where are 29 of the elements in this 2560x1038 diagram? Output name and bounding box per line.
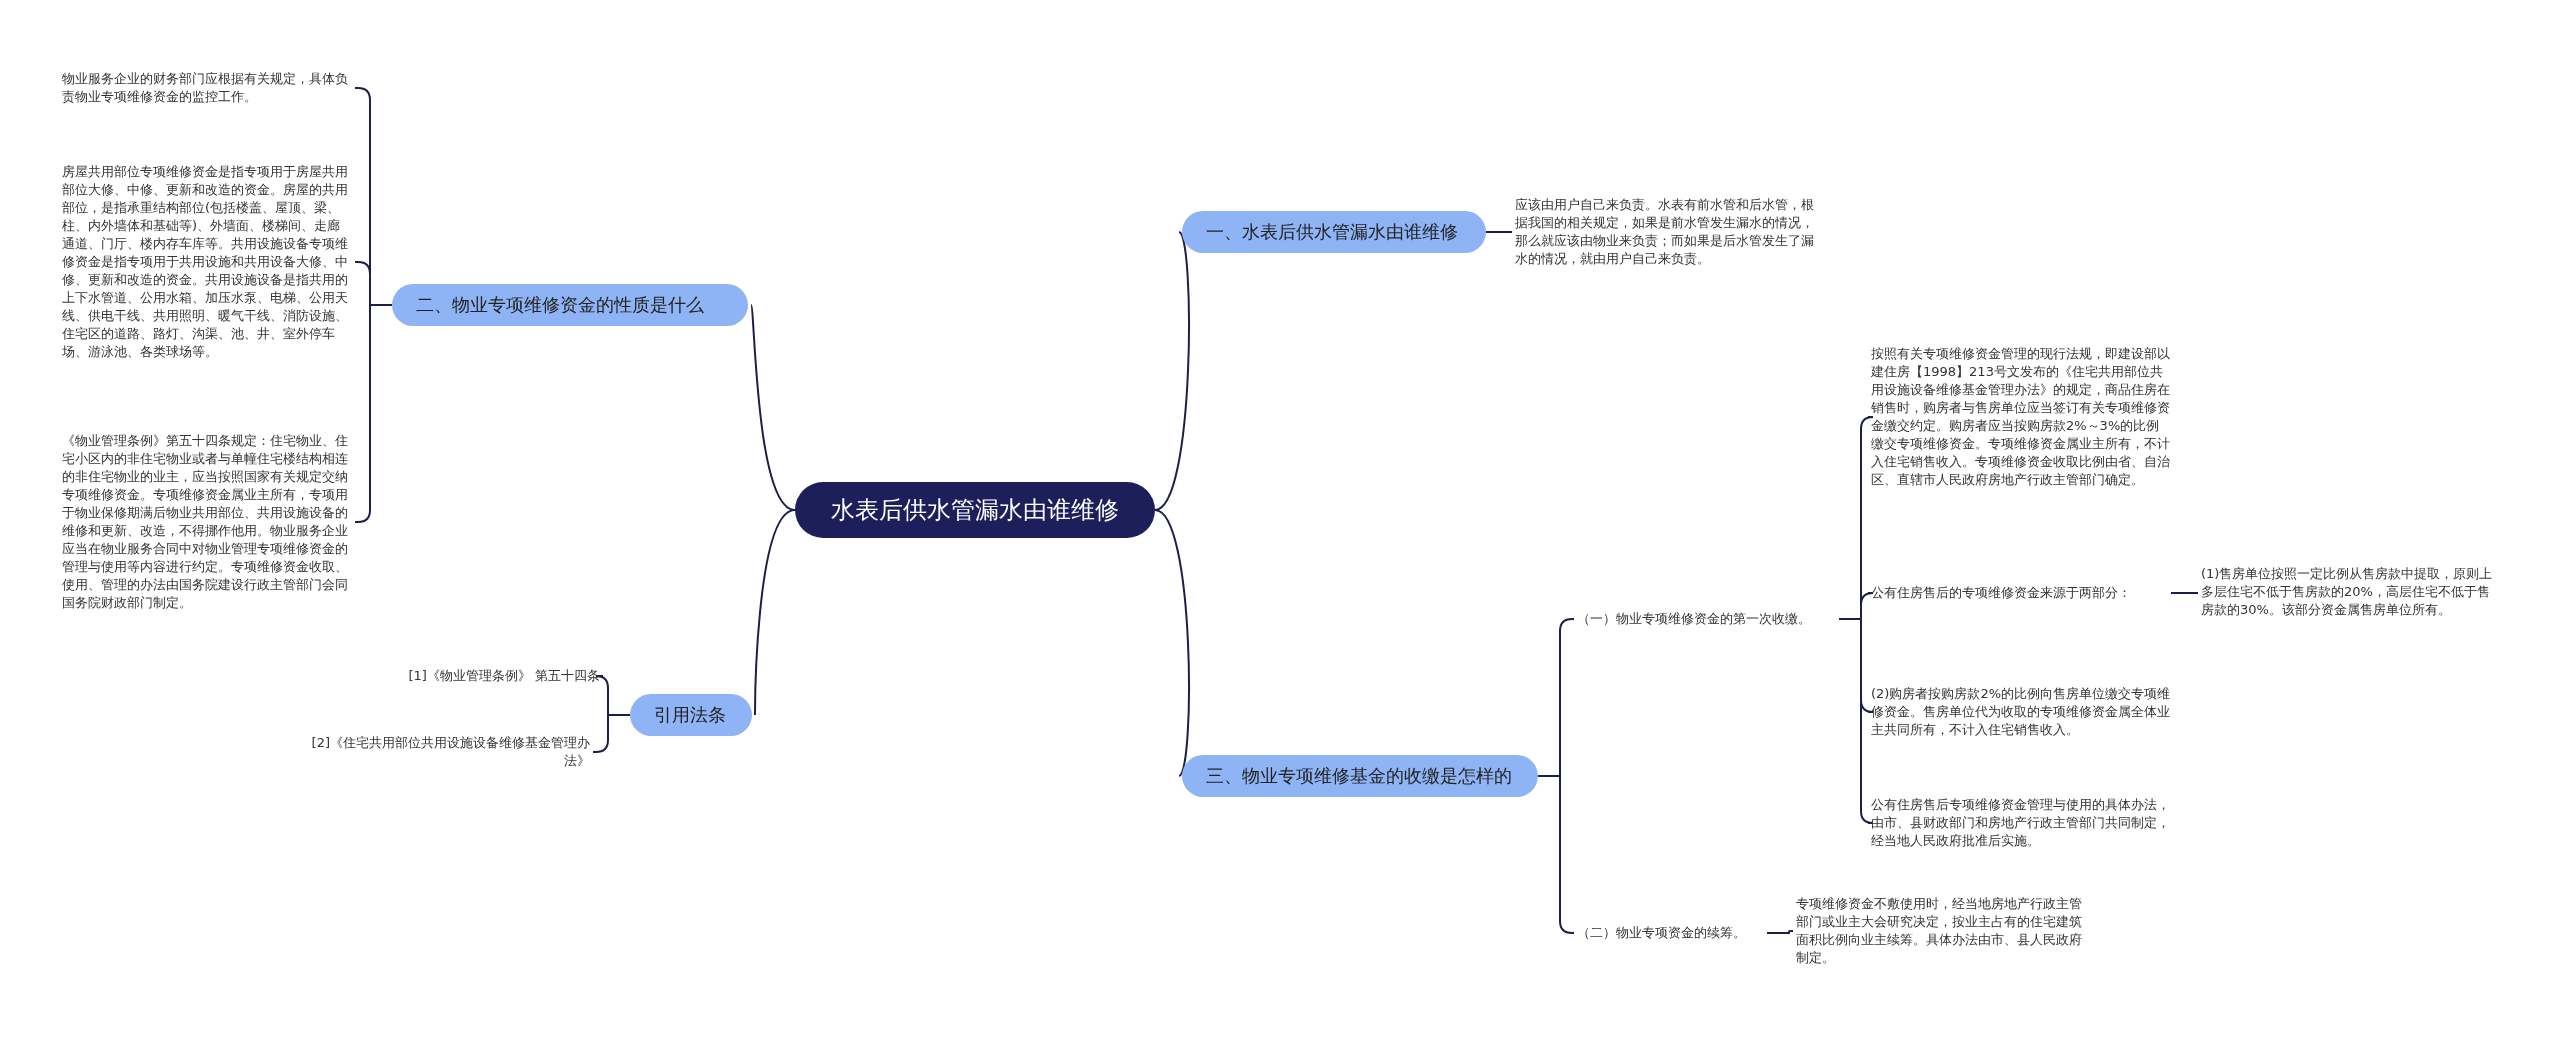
central-topic: 水表后供水管漏水由谁维修	[795, 482, 1155, 538]
topic-text: (1)售房单位按照一定比例从售房款中提取，原则上多层住宅不低于售房款的20%，高层住宅不低于售房款的30%。该部分资金属售房单位所有。	[2201, 565, 2493, 619]
topic-text: 应该由用户自己来负责。水表有前水管和后水管，根据我国的相关规定，如果是前水管发生漏水的情况，那么就应该由物业来负责；而如果是后水管发生了漏水的情况，就由用户自己来负责。	[1515, 196, 1815, 268]
topic-text: 公有住房售后专项维修资金管理与使用的具体办法，由市、县财政部门和房地产行政主管部门共同制定，经当地人民政府批准后实施。	[1871, 796, 2171, 850]
connector-line	[354, 304, 393, 523]
connector-line	[1766, 930, 1794, 934]
topic-text: 按照有关专项维修资金管理的现行法规，即建设部以建住房【1998】213号文发布的《住宅共用部位共用设施设备维修基金管理办法》的规定，商品住房在销售时，购房者与售房单位应当签订有关专项维修资金缴交约定。购房者应当按购房款2%～3%的比例缴交专项维修资金。专项维修资金属业主所有，不计入住宅销售收入。专项维修资金收取比例由省、自治区、直辖市人民政府房地产行政主管部门确定。	[1871, 345, 2171, 489]
connector-line	[2170, 592, 2199, 594]
connector-line	[1154, 231, 1190, 511]
branch-topic: 引用法条	[630, 694, 752, 736]
topic-text: [2]《住宅共用部位共用设施设备维修基金管理办法》	[300, 734, 590, 770]
topic-text: 专项维修资金不敷使用时，经当地房地产行政主管部门或业主大会研究决定，按业主占有的住宅建筑面积比例向业主续筹。具体办法由市、县人民政府制定。	[1796, 895, 2092, 967]
connector-line	[1154, 509, 1190, 777]
connector-line	[592, 714, 631, 753]
connector-line	[1537, 775, 1575, 934]
branch-topic: 二、物业专项维修资金的性质是什么	[392, 284, 748, 326]
topic-text: 公有住房售后的专项维修资金来源于两部分：	[1871, 584, 2171, 602]
branch-topic: 一、水表后供水管漏水由谁维修	[1182, 211, 1486, 253]
topic-text: 房屋共用部位专项维修资金是指专项用于房屋共用部位大修、中修、更新和改造的资金。房屋的共用部位，是指承重结构部位(包括楼盖、屋顶、梁、柱、内外墙体和基础等)、外墙面、楼梯间、走廊通道、门厅、楼内存车库等。共用设施设备专项维修资金是指专项用于共用设施和共用设备大修、中修、更新和改造的资金。共用设施设备是指共用的上下水管道、公用水箱、加压水泵、电梯、公用天线、供电干线、共用照明、暖气干线、消防设施、住宅区的道路、路灯、沟渠、池、井、室外停车场、游泳池、各类球场等。	[62, 163, 352, 361]
topic-text: （一）物业专项维修资金的第一次收缴。	[1577, 610, 1839, 628]
topic-text: (2)购房者按购房款2%的比例向售房单位缴交专项维修资金。售房单位代为收取的专项维修资金属全体业主共同所有，不计入住宅销售收入。	[1871, 685, 2171, 739]
branch-topic: 三、物业专项维修基金的收缴是怎样的	[1182, 755, 1538, 797]
topic-text: 《物业管理条例》第五十四条规定：住宅物业、住宅小区内的非住宅物业或者与单幢住宅楼结构相连的非住宅物业的业主，应当按照国家有关规定交纳专项维修资金。专项维修资金属业主所有，专项用于物业保修期满后物业共用部位、共用设施设备的维修和更新、改造，不得挪作他用。物业服务企业应当在物业服务合同中对物业管理专项维修资金的管理与使用等内容进行约定。专项维修资金收取、使用、管理的办法由国务院建设行政主管部门会同国务院财政部门制定。	[62, 432, 352, 612]
topic-text: （二）物业专项资金的续筹。	[1577, 924, 1767, 942]
connector-line	[1838, 618, 1874, 824]
connector-line	[754, 509, 796, 716]
topic-text: [1]《物业管理条例》 第五十四条	[345, 667, 600, 685]
connector-line	[1485, 231, 1513, 233]
topic-text: 物业服务企业的财务部门应根据有关规定，具体负责物业专项维修资金的监控工作。	[62, 70, 352, 106]
